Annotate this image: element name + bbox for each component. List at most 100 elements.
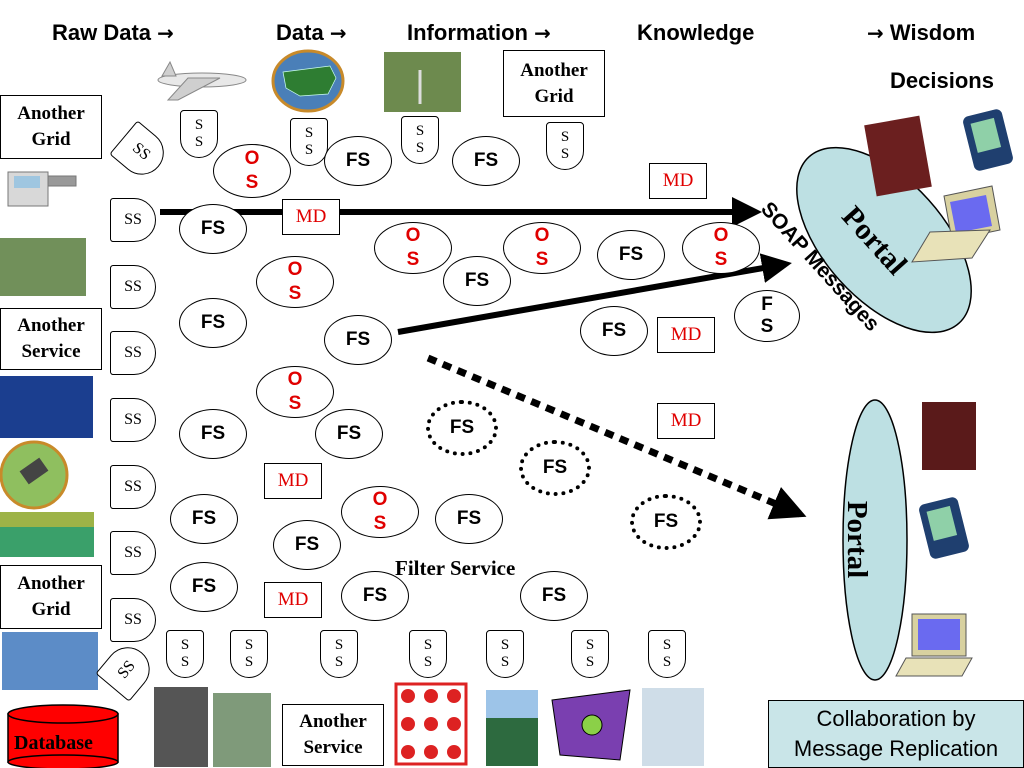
md-box[interactable]: MD — [264, 582, 322, 618]
box-label: Another — [299, 711, 367, 732]
ss-label: S — [585, 654, 595, 670]
md-label: MD — [670, 410, 702, 431]
md-box[interactable]: MD — [282, 199, 340, 235]
md-label: MD — [295, 206, 327, 227]
ss-node[interactable]: SS — [110, 531, 156, 575]
fs-node[interactable]: FS — [324, 136, 392, 186]
md-box[interactable]: MD — [657, 403, 715, 439]
ss-label: S — [500, 637, 510, 653]
fs-node[interactable]: FS — [597, 230, 665, 280]
header-information: Information → — [407, 20, 551, 46]
box-label: Grid — [31, 129, 71, 150]
header-knowledge: Knowledge — [637, 20, 754, 46]
fs-label: FS — [653, 511, 679, 532]
ss-node[interactable]: SS — [110, 398, 156, 442]
fs-label: FS — [191, 576, 217, 597]
portal-top[interactable] — [764, 117, 1003, 364]
md-box[interactable]: MD — [657, 317, 715, 353]
airplane-icon — [157, 60, 247, 101]
fs-node[interactable]: FS — [170, 562, 238, 612]
ss-node[interactable]: SS — [110, 198, 156, 242]
ss-node[interactable]: SS — [110, 465, 156, 509]
fs-node[interactable]: FS — [324, 315, 392, 365]
information-label: Information — [407, 20, 528, 45]
header-raw-data: Raw Data → — [52, 20, 174, 46]
pda-icon — [963, 109, 1013, 171]
fs-label: F — [761, 294, 773, 315]
fs-node[interactable]: FS — [170, 494, 238, 544]
os-label: O — [405, 225, 421, 246]
ss-label: S — [415, 140, 425, 156]
fs-node[interactable]: FS — [179, 298, 247, 348]
ss-label: SS — [124, 411, 142, 428]
fs-label: FS — [362, 585, 388, 606]
fs-node[interactable]: FS — [580, 306, 648, 356]
fs-node-dotted[interactable]: FS — [426, 400, 498, 456]
ss-node[interactable]: SS — [110, 331, 156, 375]
fs-node[interactable]: FS — [443, 256, 511, 306]
ss-label: SS — [124, 611, 142, 628]
ss-label: S — [500, 654, 510, 670]
ss-label: S — [560, 129, 570, 145]
ss-label: S — [304, 125, 314, 141]
md-box[interactable]: MD — [264, 463, 322, 499]
fs-node[interactable]: FS — [341, 571, 409, 621]
ss-label: S — [585, 637, 595, 653]
fs-node[interactable]: FS — [179, 204, 247, 254]
right-arrow-icon: → — [867, 21, 884, 45]
fs-label: FS — [542, 457, 568, 478]
os-label: S — [406, 249, 420, 270]
ss-label: SS — [124, 211, 142, 228]
fs-node[interactable]: FS — [315, 409, 383, 459]
detector-photo — [0, 376, 93, 438]
ss-label: SS — [124, 278, 142, 295]
box-label: Service — [21, 341, 81, 362]
ss-node[interactable]: SS — [110, 598, 156, 642]
fs-node-dotted[interactable]: FS — [630, 494, 702, 550]
flow-arrow-middle — [397, 253, 792, 335]
fs-node[interactable]: FS — [520, 571, 588, 621]
data-label: Data — [276, 20, 324, 45]
fs-node[interactable]: FS — [273, 520, 341, 570]
ss-label: S — [423, 637, 433, 653]
ss-label: S — [244, 654, 254, 670]
fs-node-dotted[interactable]: FS — [519, 440, 591, 496]
box-label: Grid — [31, 599, 71, 620]
right-arrow-icon: → — [534, 21, 551, 45]
ss-node[interactable]: SS — [110, 265, 156, 309]
portal-bottom[interactable] — [842, 399, 908, 681]
fs-node[interactable]: FS — [179, 409, 247, 459]
md-box[interactable]: MD — [649, 163, 707, 199]
fs-node[interactable]: FS — [435, 494, 503, 544]
os-label: S — [288, 283, 302, 304]
md-label: MD — [662, 170, 694, 191]
fs-node[interactable]: FS — [452, 136, 520, 186]
ss-label: S — [334, 654, 344, 670]
ss-label: S — [662, 654, 672, 670]
